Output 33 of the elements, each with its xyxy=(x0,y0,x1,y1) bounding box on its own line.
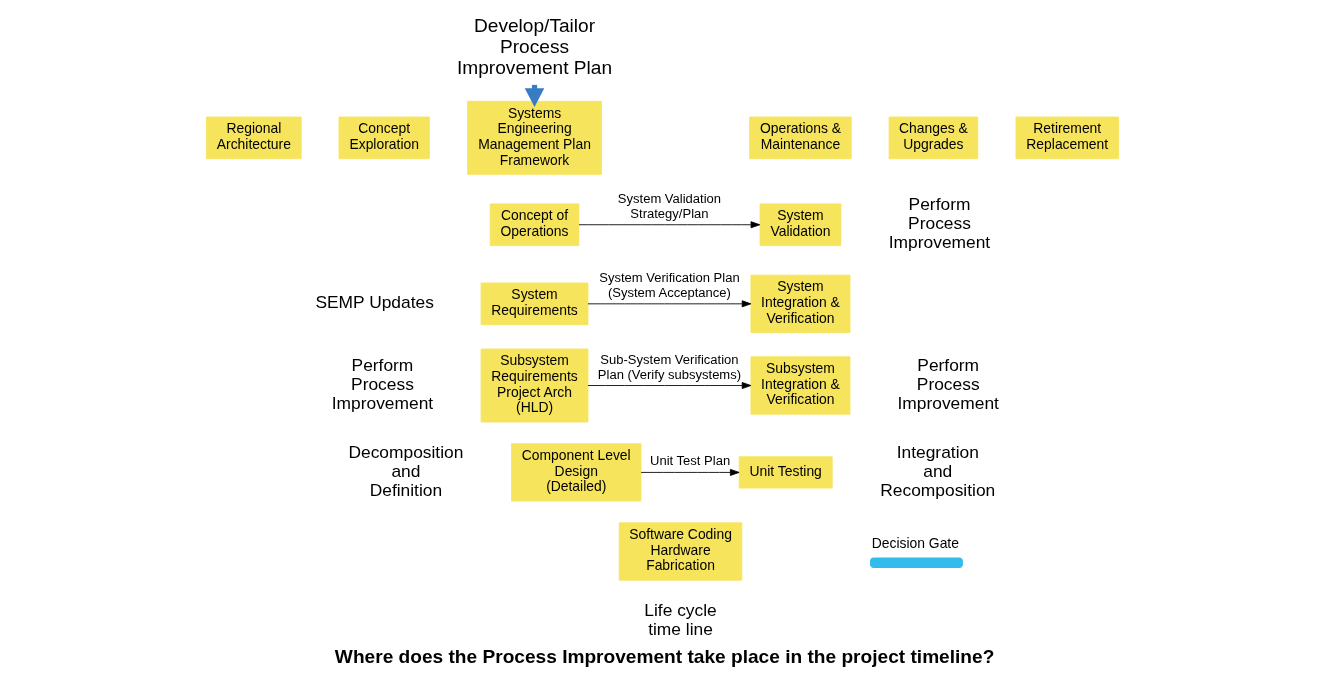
node-box: Operations & Maintenance xyxy=(748,116,852,160)
label: SEMP Updates xyxy=(314,292,434,313)
label: Decomposition and Definition xyxy=(347,441,463,500)
arrow xyxy=(587,300,751,308)
node-text: Develop/Tailor Process Improvement Plan xyxy=(456,15,612,79)
node-box: Software Coding Hardware Fabrication xyxy=(618,522,742,581)
node-box: System Integration & Verification xyxy=(750,274,850,333)
node-box: Concept Exploration xyxy=(338,116,430,160)
label: Integration and Recomposition xyxy=(879,441,995,500)
edge-label: System Verification Plan (System Acceptance) xyxy=(598,270,740,300)
node-box: Component Level Design (Detailed) xyxy=(510,443,641,502)
caption: Where does the Process Improvement take place in the project timeline? xyxy=(334,646,994,668)
node-box: Changes & Upgrades xyxy=(888,116,978,160)
node-box: Concept of Operations xyxy=(489,203,579,247)
node-box: System Requirements xyxy=(480,282,588,326)
node-box: Subsystem Integration & Verification xyxy=(750,356,850,415)
node-box: Systems Engineering Management Plan Framework xyxy=(466,100,602,175)
edge-label: Sub-System Verification Plan (Verify subsystems) xyxy=(597,351,741,382)
label: Perform Process Improvement xyxy=(331,354,433,413)
edge-label: Unit Test Plan xyxy=(649,453,730,469)
node-box: System Validation xyxy=(759,203,841,247)
legend-label: Decision Gate xyxy=(871,534,959,551)
node-box: Retirement Replacement xyxy=(1015,116,1119,160)
label: Life cycle time line xyxy=(643,599,717,639)
edge-label: System Validation Strategy/Plan xyxy=(617,191,721,221)
arrow xyxy=(640,468,740,476)
arrow xyxy=(578,221,760,229)
arrow xyxy=(587,382,751,389)
node-box: Unit Testing xyxy=(738,456,833,489)
label: Perform Process Improvement xyxy=(888,193,990,253)
node-box: Regional Architecture xyxy=(205,116,302,160)
node-box: Subsystem Requirements Project Arch (HLD) xyxy=(480,348,588,423)
label: Perform Process Improvement xyxy=(896,354,999,413)
